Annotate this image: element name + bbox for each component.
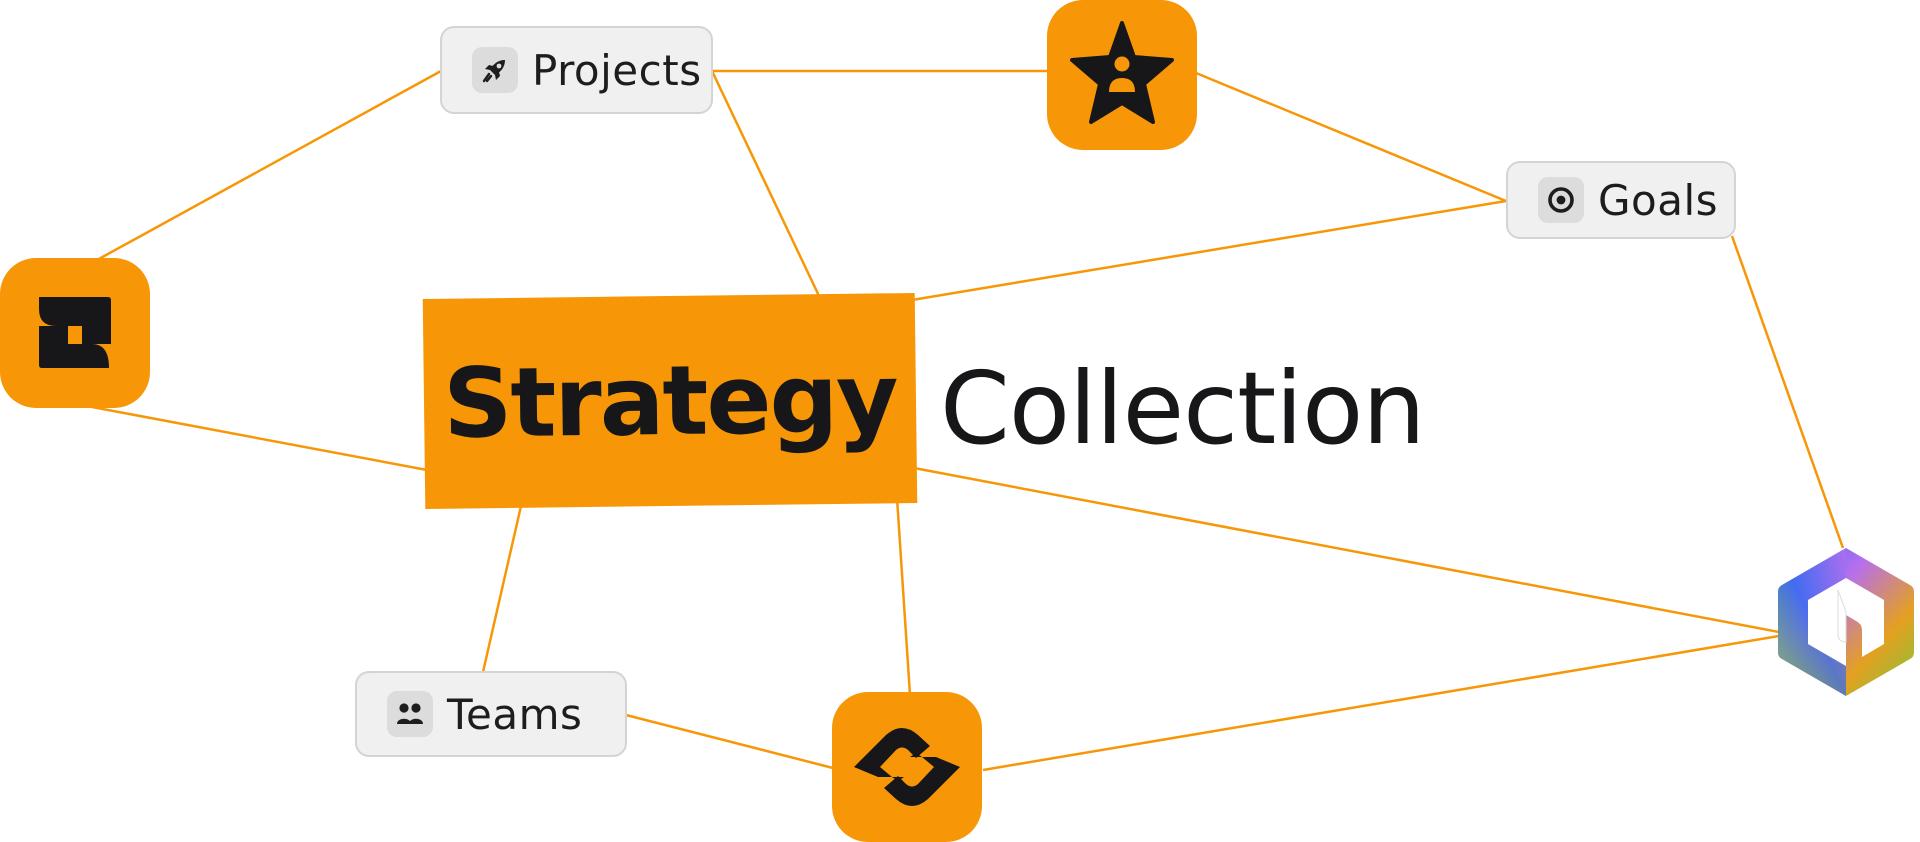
align-app-tile[interactable] bbox=[832, 692, 982, 842]
connector-teams-align bbox=[625, 713, 834, 770]
title-collection: Collection bbox=[940, 350, 1426, 467]
title-highlight-box: Strategy bbox=[422, 293, 918, 509]
connector-focus-title bbox=[91, 405, 428, 472]
target-icon bbox=[1538, 177, 1584, 223]
bracket-square-icon bbox=[39, 297, 111, 368]
talent-app-tile[interactable] bbox=[1047, 0, 1197, 150]
projects-node[interactable]: Projects bbox=[440, 26, 713, 114]
teams-label: Teams bbox=[447, 689, 583, 739]
connector-title-align bbox=[895, 497, 912, 696]
connector-projects-title bbox=[710, 70, 822, 299]
loop-app-tile[interactable] bbox=[1778, 546, 1914, 698]
focus-app-tile[interactable] bbox=[0, 258, 150, 408]
goals-node[interactable]: Goals bbox=[1506, 161, 1736, 239]
projects-label: Projects bbox=[532, 45, 702, 95]
connector-talent-goals bbox=[1195, 71, 1507, 203]
star-person-icon bbox=[1070, 21, 1174, 124]
connector-title-loop bbox=[913, 466, 1780, 634]
connector-goals-loop bbox=[1730, 235, 1845, 549]
people-icon bbox=[387, 691, 433, 737]
connector-title-goals bbox=[911, 199, 1507, 302]
connector-projects-focus bbox=[96, 69, 442, 262]
goals-label: Goals bbox=[1598, 175, 1719, 225]
connector-align-loop bbox=[982, 634, 1780, 772]
rocket-icon bbox=[472, 47, 518, 93]
linked-chevrons-icon bbox=[854, 728, 960, 806]
connector-title-teams bbox=[481, 505, 523, 673]
hexagon-loop-icon bbox=[1778, 548, 1914, 696]
teams-node[interactable]: Teams bbox=[355, 671, 627, 757]
title-strategy: Strategy bbox=[442, 342, 898, 460]
